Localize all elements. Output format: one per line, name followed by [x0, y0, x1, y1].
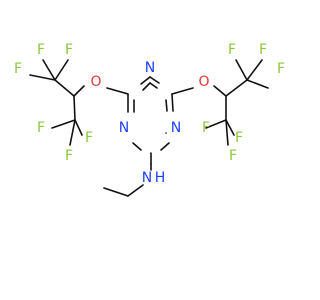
bond: [54, 79, 75, 97]
bond: [225, 119, 235, 136]
fluorine-atom: F: [37, 120, 45, 136]
bond: [160, 142, 170, 151]
fluorine-atom: F: [229, 148, 237, 164]
bond: [246, 79, 269, 89]
bond: [73, 95, 76, 121]
fluorine-atom: F: [65, 42, 73, 58]
bond: [213, 85, 227, 97]
triazine-ring: [127, 76, 174, 165]
bond: [235, 59, 248, 81]
oxygen-atom: O: [198, 74, 209, 90]
bond: [165, 99, 168, 112]
bond: [246, 59, 263, 81]
fluorine-atom: F: [235, 130, 243, 146]
bond: [171, 87, 194, 95]
bond: [132, 142, 142, 151]
bond: [171, 93, 174, 112]
bond: [73, 85, 85, 97]
bond: [51, 119, 76, 129]
nitrogen-atom: N: [145, 60, 155, 76]
fluorine-atom: F: [228, 42, 236, 58]
fluorine-atom: F: [37, 42, 45, 58]
fluorine-atom: F: [202, 120, 210, 136]
bond: [205, 119, 227, 129]
ethylamine-bonds: [103, 163, 152, 197]
molecule-structure: N N N O O N H F F F F F F F F F F F F: [14, 42, 285, 197]
fluorine-atom: F: [277, 61, 285, 77]
bond: [54, 59, 69, 81]
bond: [149, 82, 158, 89]
bond: [103, 187, 129, 197]
oxygen-atom: O: [90, 74, 101, 90]
fluorine-atom: F: [85, 130, 93, 146]
bond: [127, 184, 144, 197]
nitrogen-atom: N: [171, 120, 181, 136]
left-ether-bonds: [29, 59, 129, 146]
bond: [42, 59, 56, 81]
bond: [140, 76, 151, 85]
bond: [69, 119, 76, 146]
fluorine-atom: F: [259, 42, 267, 58]
bond: [29, 74, 56, 81]
bond: [74, 119, 83, 136]
bond: [225, 79, 248, 97]
right-ether-bonds: [171, 59, 269, 146]
bond: [149, 76, 160, 84]
atom-labels: N N N O O N H F F F F F F F F F F F F: [14, 42, 285, 186]
nitrogen-atom: N: [119, 120, 129, 136]
amine-nitrogen-atom: N: [142, 170, 152, 186]
fluorine-atom: F: [65, 148, 73, 164]
bond: [142, 82, 151, 91]
bond: [106, 87, 129, 95]
bond: [225, 119, 229, 146]
amine-hydrogen-atom: H: [155, 170, 166, 186]
fluorine-atom: F: [14, 61, 22, 77]
